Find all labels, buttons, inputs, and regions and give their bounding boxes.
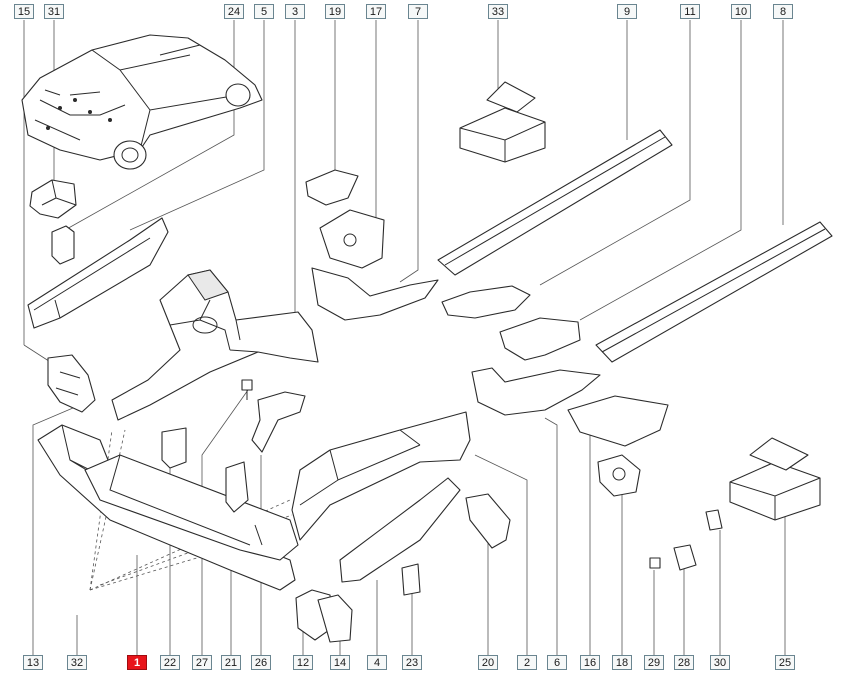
part-22-bracket <box>161 427 187 469</box>
part-label-16[interactable]: 16 <box>580 655 600 670</box>
part-26-bracket <box>251 391 306 453</box>
part-17-mount <box>319 209 385 269</box>
part-16-bracket <box>567 395 669 447</box>
part-30-clip <box>705 509 723 531</box>
part-label-33[interactable]: 33 <box>488 4 508 19</box>
part-19-bracket <box>305 169 359 206</box>
part-label-21[interactable]: 21 <box>221 655 241 670</box>
part-label-4[interactable]: 4 <box>367 655 387 670</box>
part-10-bracket <box>499 317 581 361</box>
part-28-clip <box>673 544 697 571</box>
part-label-3[interactable]: 3 <box>285 4 305 19</box>
part-6-arch <box>471 367 601 416</box>
part-31-bracket <box>29 179 77 219</box>
part-label-13[interactable]: 13 <box>23 655 43 670</box>
part-18-bracket <box>597 454 641 497</box>
part-3-front-rail <box>111 269 319 421</box>
part-label-2[interactable]: 2 <box>517 655 537 670</box>
part-label-28[interactable]: 28 <box>674 655 694 670</box>
part-label-7[interactable]: 7 <box>408 4 428 19</box>
part-label-32[interactable]: 32 <box>67 655 87 670</box>
part-label-31[interactable]: 31 <box>44 4 64 19</box>
car-illustration <box>21 34 263 170</box>
part-23-bracket <box>401 563 421 596</box>
part-label-17[interactable]: 17 <box>366 4 386 19</box>
part-label-29[interactable]: 29 <box>644 655 664 670</box>
part-7-arch <box>311 267 439 321</box>
part-label-1-highlighted[interactable]: 1 <box>127 655 147 670</box>
part-label-9[interactable]: 9 <box>617 4 637 19</box>
part-1-crossmember <box>84 454 299 561</box>
part-label-15[interactable]: 15 <box>14 4 34 19</box>
part-29-bolt <box>649 557 661 569</box>
part-label-19[interactable]: 19 <box>325 4 345 19</box>
part-24-plate <box>51 225 75 265</box>
part-label-11[interactable]: 11 <box>680 4 700 19</box>
part-11-bracket <box>441 285 531 319</box>
part-2-rail <box>291 411 471 541</box>
part-5-rail <box>27 217 169 329</box>
part-label-30[interactable]: 30 <box>710 655 730 670</box>
part-27-bolt <box>241 379 253 400</box>
part-label-23[interactable]: 23 <box>402 655 422 670</box>
part-label-25[interactable]: 25 <box>775 655 795 670</box>
part-20-bracket <box>465 493 511 549</box>
part-33-fastener-box <box>459 81 546 163</box>
part-25-fastener-box <box>729 437 821 521</box>
part-label-26[interactable]: 26 <box>251 655 271 670</box>
part-label-14[interactable]: 14 <box>330 655 350 670</box>
part-21-bracket <box>225 461 249 513</box>
part-14-bracket <box>317 594 353 643</box>
part-label-12[interactable]: 12 <box>293 655 313 670</box>
part-label-24[interactable]: 24 <box>224 4 244 19</box>
part-label-10[interactable]: 10 <box>731 4 751 19</box>
part-label-6[interactable]: 6 <box>547 655 567 670</box>
part-label-20[interactable]: 20 <box>478 655 498 670</box>
part-label-27[interactable]: 27 <box>192 655 212 670</box>
part-9-sill <box>437 129 673 276</box>
part-8-sill <box>595 221 833 363</box>
part-label-18[interactable]: 18 <box>612 655 632 670</box>
part-label-8[interactable]: 8 <box>773 4 793 19</box>
part-label-22[interactable]: 22 <box>160 655 180 670</box>
part-4-panel <box>339 477 461 583</box>
part-15-bracket <box>47 354 96 413</box>
part-label-5[interactable]: 5 <box>254 4 274 19</box>
